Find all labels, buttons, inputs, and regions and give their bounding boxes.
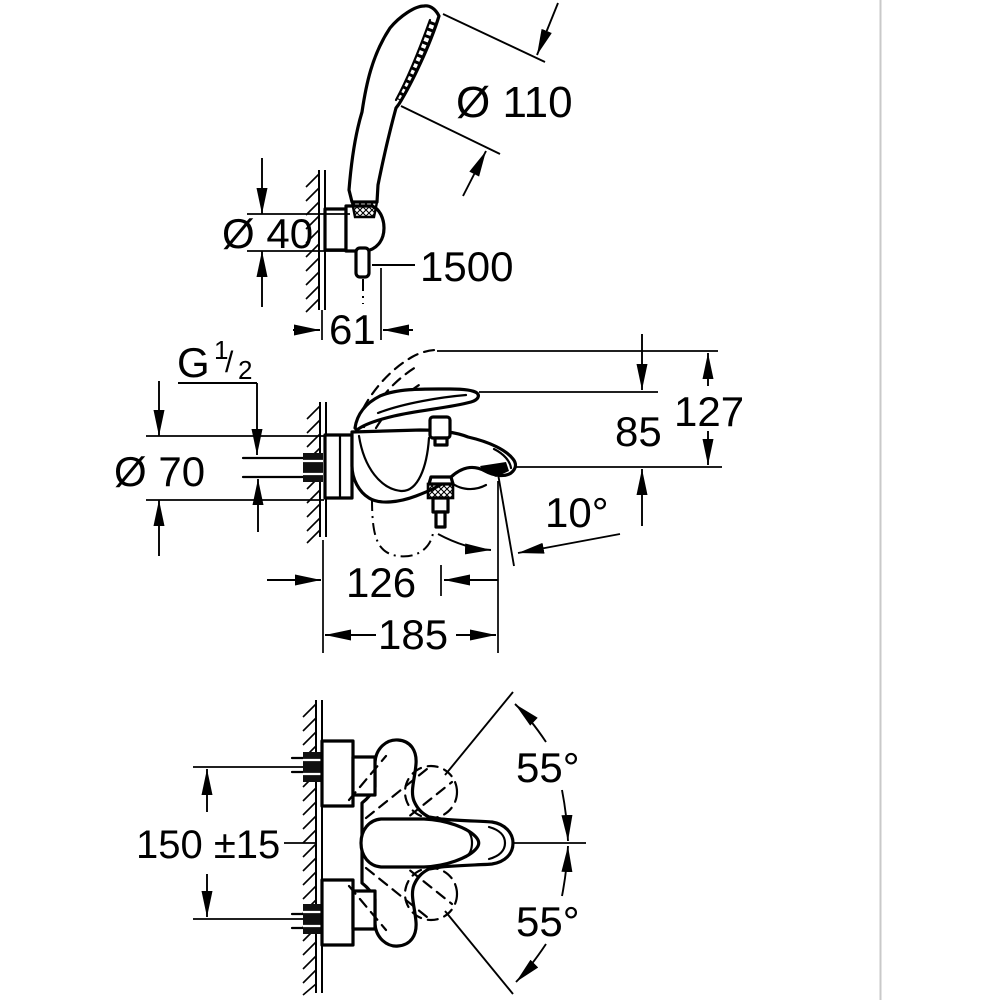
inlet-nut <box>303 453 323 482</box>
diverter-knob <box>428 415 452 440</box>
lower-union <box>351 889 377 931</box>
dim-label-thread-slash: / <box>225 346 234 379</box>
upper-union <box>351 755 377 797</box>
dim-label-thread-letter: G <box>177 339 210 386</box>
dim-label-depth-shower-outlet: 126 <box>346 559 416 606</box>
hose-outlet <box>354 246 371 279</box>
dimension-hose-length: 1500 <box>372 243 513 290</box>
dim-label-height-handle-rest: 85 <box>615 408 662 455</box>
dimension-holder-diameter: Ø 40 <box>222 158 353 307</box>
mixer-lever <box>353 387 480 432</box>
dimension-thread-size: G 1 / 2 <box>177 335 305 532</box>
dim-label-holder-diameter: Ø 40 <box>222 210 313 257</box>
shower-hose-connection <box>426 475 455 529</box>
mixer-side-view: G 1 / 2 Ø 70 <box>114 334 744 658</box>
wall-section <box>305 170 326 313</box>
dimension-holder-projection: 61 <box>293 268 413 353</box>
dim-label-thread-numerator: 1 <box>214 335 228 365</box>
dim-label-height-handle-raised: 127 <box>674 388 744 435</box>
handle-knurl <box>350 200 379 219</box>
lower-nut <box>303 904 322 934</box>
dim-label-swivel-down: 55° <box>516 898 580 945</box>
dimension-swivel-up: 55° <box>444 691 580 842</box>
dim-label-rosette-diameter: Ø 70 <box>114 448 205 495</box>
aerator <box>480 462 509 477</box>
mixer-top-view: 150 ±15 55° 55° <box>136 691 586 996</box>
hand-shower-view: Ø 110 Ø 40 1500 61 <box>222 2 573 353</box>
dimension-rosette-diameter: Ø 70 <box>114 381 324 556</box>
spray-nozzle-band <box>395 20 437 102</box>
wall-hatching <box>302 703 317 996</box>
dim-label-holder-projection: 61 <box>329 306 376 353</box>
hose-loop <box>371 498 434 558</box>
dim-label-connection-distance: 150 ±15 <box>136 823 280 867</box>
dimension-connection-distance: 150 ±15 <box>136 766 303 920</box>
lower-connection <box>290 878 388 947</box>
spout-inner-line <box>487 825 507 861</box>
dim-label-depth-spout: 185 <box>378 611 448 658</box>
cartridge-dome-line <box>357 434 431 493</box>
spout-nose-line <box>492 447 513 470</box>
escutcheon <box>323 433 354 500</box>
lower-escutcheon <box>320 878 355 947</box>
wall-section <box>302 700 323 996</box>
dimension-spout-angle: 10° <box>437 467 621 567</box>
upper-escutcheon <box>320 739 355 808</box>
dimension-heights: 85 127 <box>615 334 744 526</box>
lever-top-view <box>359 817 481 869</box>
dimension-swivel-down: 55° <box>444 845 580 995</box>
dimension-depths: 126 185 <box>267 481 499 658</box>
dim-label-hose-length: 1500 <box>420 243 513 290</box>
dim-label-swivel-up: 55° <box>516 744 580 791</box>
dim-label-spout-angle: 10° <box>545 489 609 536</box>
dimension-head-diameter: Ø 110 <box>400 2 573 197</box>
dim-label-head-diameter: Ø 110 <box>456 78 573 127</box>
holder-wall-plate <box>323 207 348 252</box>
upper-nut <box>303 752 322 782</box>
upper-connection <box>290 739 388 808</box>
dim-label-thread-denominator: 2 <box>238 355 252 385</box>
